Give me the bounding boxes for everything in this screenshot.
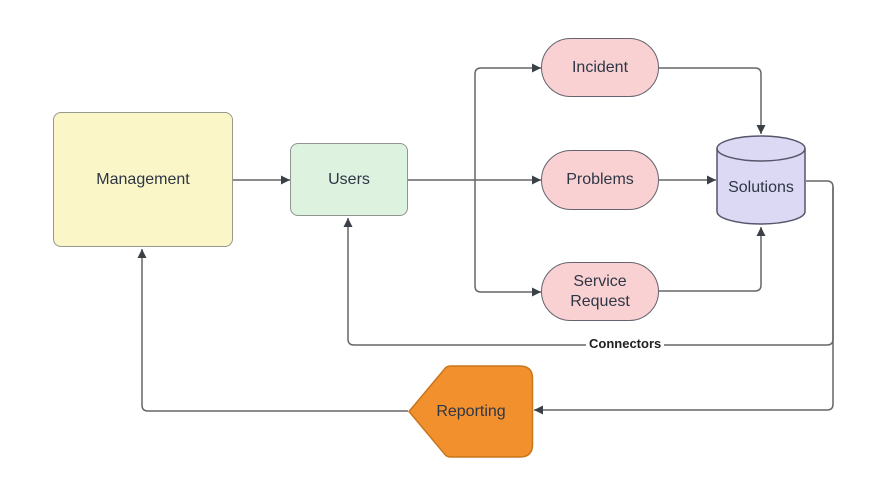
- node-problems-label: Problems: [566, 171, 634, 188]
- edge-users-service-request: [474, 180, 541, 297]
- edge-incident-solutions: [659, 67, 766, 134]
- edge-reporting-management: [137, 249, 408, 412]
- edge-service-request-solutions: [659, 227, 766, 292]
- node-management: Management: [53, 112, 233, 247]
- edge-solutions-reporting: [534, 187, 834, 415]
- node-solutions-label: Solutions: [728, 179, 794, 196]
- node-users-label: Users: [328, 170, 370, 188]
- node-service-request: Service Request: [541, 262, 659, 321]
- database-cylinder-icon: [716, 135, 806, 225]
- node-solutions: Solutions: [716, 135, 806, 225]
- node-reporting-label: Reporting: [436, 402, 506, 420]
- node-service-request-label: Service Request: [570, 272, 630, 310]
- node-incident: Incident: [541, 38, 659, 97]
- edge-users-incident: [474, 63, 541, 180]
- node-problems: Problems: [541, 150, 659, 210]
- node-management-label: Management: [96, 170, 190, 188]
- node-users: Users: [290, 143, 408, 216]
- node-reporting: Reporting: [408, 365, 534, 458]
- connectors-label: Connectors: [586, 336, 665, 351]
- edge-solutions-users-connectors: [343, 180, 834, 346]
- node-incident-label: Incident: [571, 58, 629, 76]
- left-arrow-pentagon-icon: [408, 365, 534, 458]
